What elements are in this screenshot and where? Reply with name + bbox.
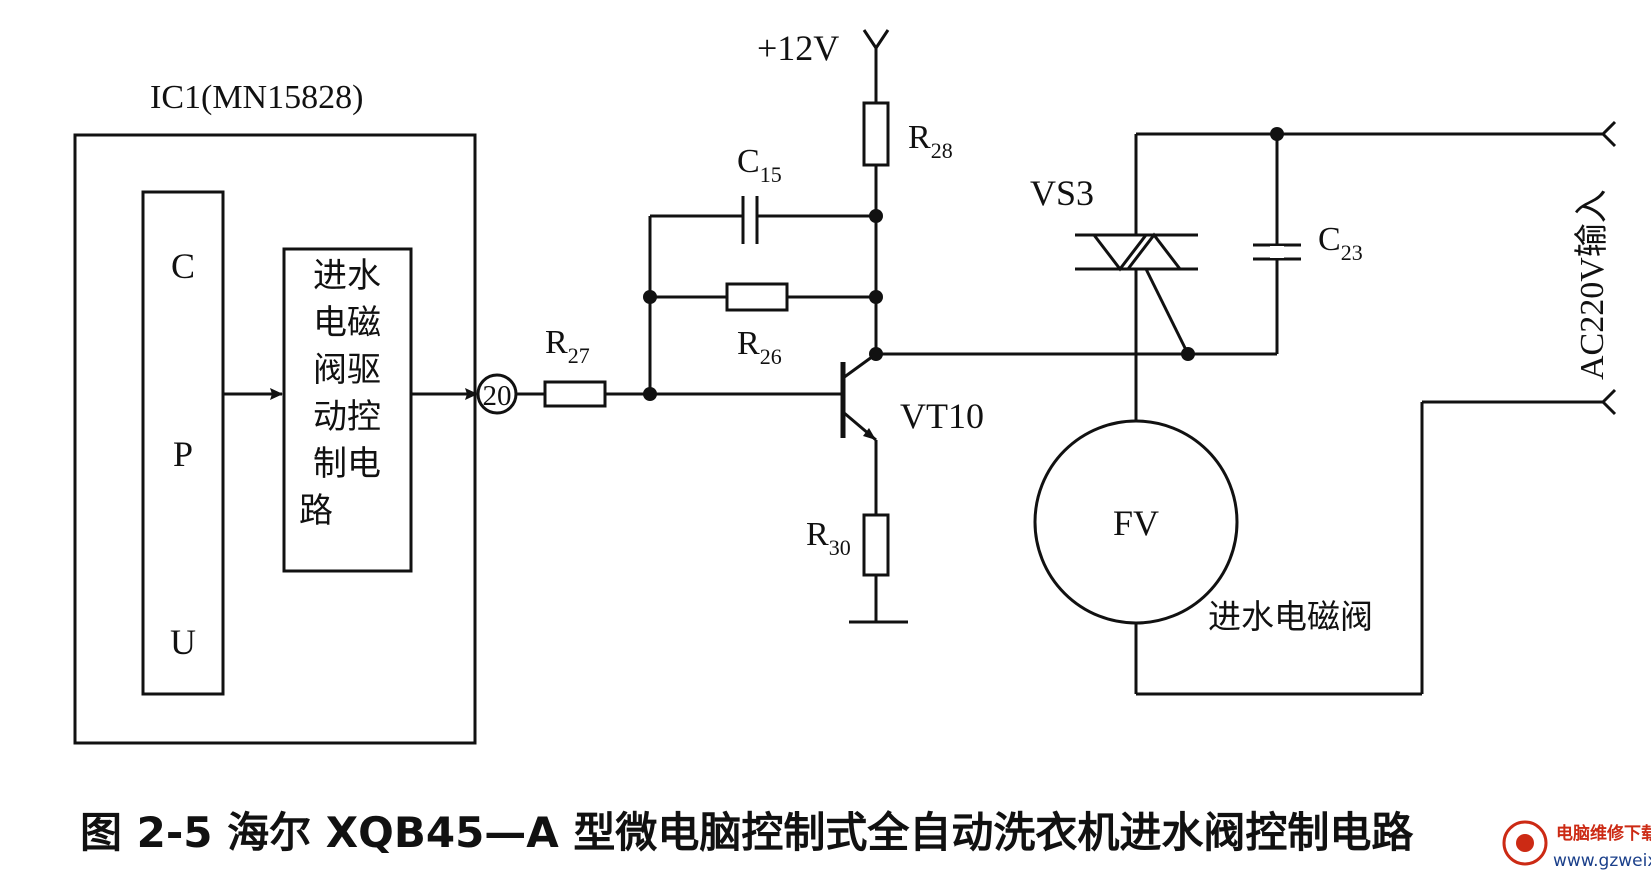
c15-label-sub: 15 <box>760 162 782 187</box>
junction-gate <box>1181 347 1195 361</box>
junction-r26-left <box>643 290 657 304</box>
r30-label-name: R <box>806 516 829 553</box>
ac-top-terminal-b <box>1601 132 1617 148</box>
r30-label-sub: 30 <box>829 535 851 560</box>
cpu-box <box>141 190 225 696</box>
c23-label-sub: 23 <box>1341 240 1363 265</box>
cpu-letter-c: C <box>171 246 195 286</box>
cpu-letter-u: U <box>170 622 196 662</box>
r27-resistor <box>543 380 607 408</box>
ic-box <box>73 133 477 745</box>
figure-caption: 图 2-5 海尔 XQB45—A 型微电脑控制式全自动洗衣机进水阀控制电路 <box>80 808 1414 857</box>
r28-resistor <box>862 101 890 167</box>
driver-text-line-6: 路 <box>299 491 333 531</box>
c23-label-name: C <box>1318 221 1341 258</box>
r27-label: R27 <box>545 324 590 368</box>
watermark-logo: 电脑维修下载 www.gzweix.com <box>1502 820 1651 871</box>
r27-label-name: R <box>545 324 568 361</box>
watermark-name: 电脑维修下载 <box>1556 823 1651 844</box>
ac-bottom-terminal-a <box>1601 388 1617 404</box>
driver-text-line-1: 进水 <box>313 256 381 296</box>
cpu-letter-p: P <box>173 434 193 474</box>
r26-label-sub: 26 <box>760 344 782 369</box>
supply-arrow-right <box>874 29 890 49</box>
fv-label: FV <box>1113 503 1159 543</box>
cpu-to-driver-arrowhead <box>270 388 283 400</box>
c15-label-name: C <box>737 143 760 180</box>
junction-ac-top <box>1270 127 1284 141</box>
ic-title: IC1(MN15828) <box>150 79 363 116</box>
r28-label-sub: 28 <box>931 138 953 163</box>
r28-label-name: R <box>908 119 931 156</box>
c23-gap <box>1270 246 1284 258</box>
r26-label: R26 <box>737 325 782 369</box>
r26-resistor <box>725 282 789 312</box>
driver-text-line-3: 阀驱 <box>313 350 381 390</box>
ac-input-label: AC220V输入 <box>1573 189 1611 380</box>
ac-top-terminal-a <box>1601 120 1617 136</box>
watermark-center <box>1516 834 1534 852</box>
vs3-triangle-down <box>1092 234 1148 272</box>
driver-text-line-5: 制电 <box>313 444 381 484</box>
vt10-label: VT10 <box>900 396 984 436</box>
r27-label-sub: 27 <box>568 343 590 368</box>
r26-label-name: R <box>737 325 760 362</box>
supply-label: +12V <box>757 28 839 68</box>
vs3-triangle-up <box>1126 232 1182 270</box>
driver-box <box>282 247 413 573</box>
vs3-label: VS3 <box>1030 173 1094 213</box>
supply-arrow-left <box>862 29 878 49</box>
driver-text-line-4: 动控 <box>313 397 381 437</box>
r30-label: R30 <box>806 516 851 560</box>
pin-20-label: 20 <box>483 380 512 412</box>
driver-to-pin-arrowhead <box>465 388 478 400</box>
vt10-collector-lead <box>842 352 877 380</box>
ac-bottom-terminal-b <box>1601 400 1617 416</box>
c15-label: C15 <box>737 143 782 187</box>
watermark-ring <box>1502 820 1548 866</box>
vs3-gate-lead <box>1144 268 1190 355</box>
r28-label: R28 <box>908 119 953 163</box>
c23-label: C23 <box>1318 221 1363 265</box>
valve-label: 进水电磁阀 <box>1208 597 1373 636</box>
watermark-site: www.gzweix.com <box>1553 851 1651 871</box>
r30-resistor <box>862 513 890 577</box>
junction-base <box>643 387 657 401</box>
driver-text-line-2: 电磁 <box>313 303 381 343</box>
vt10-emitter-arrow <box>863 428 876 440</box>
